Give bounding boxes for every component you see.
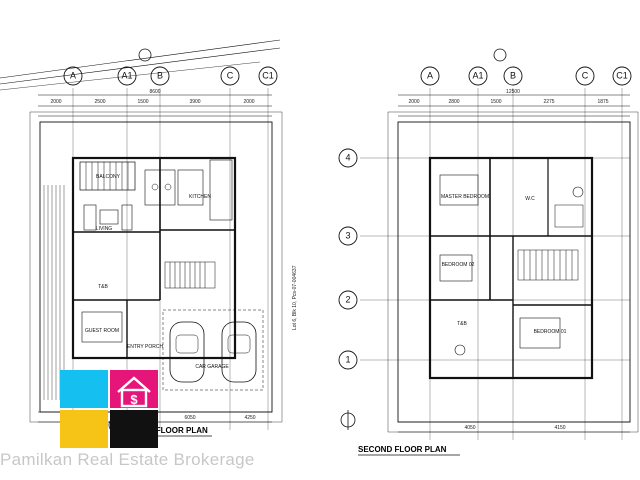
svg-text:$: $ [130,392,138,407]
svg-text:1500: 1500 [137,99,148,105]
lot-label: Lot 6, Blk 10, Pcs-07-004637 [292,265,298,330]
svg-text:12500: 12500 [506,89,520,95]
svg-text:1875: 1875 [597,99,608,105]
svg-text:2000: 2000 [243,99,254,105]
room-living: LIVING [96,226,113,232]
grid-col-a: A [70,70,76,80]
brand-logo: $ [60,370,158,448]
second-top-dimensions: 2000 2800 1500 2275 1875 12500 [408,89,608,105]
room-master-bedroom: MASTER BEDROOM [441,194,489,200]
ground-room-labels: BALCONY KITCHEN LIVING GUEST ROOM ENTRY … [85,174,229,370]
svg-text:2500: 2500 [94,99,105,105]
second-bottom-dimensions: 4050 4150 [464,425,565,431]
svg-text:3900: 3900 [189,99,200,105]
ground-grid-labels: A A1 B C C1 [63,66,278,86]
logo-cyan-block [60,370,108,408]
svg-text:2000: 2000 [50,99,61,105]
grid-col-c1: C1 [262,70,274,80]
grid-col-a1: A1 [472,70,483,80]
room-car-garage: CAR GARAGE [195,364,229,370]
svg-text:8600: 8600 [149,89,160,95]
grid-col-c: C [582,70,589,80]
room-bedroom-02: BEDROOM 02 [442,262,475,268]
svg-text:1500: 1500 [490,99,501,105]
grid-col-b: B [510,70,516,80]
logo-yellow-block [60,410,108,448]
grid-col-b: B [157,70,163,80]
grid-row-3: 3 [345,230,350,240]
ground-floor-title: GROUND FLOOR PLAN [118,426,208,435]
room-tb-ground: T&B [98,284,108,290]
grid-row-2: 2 [345,294,350,304]
ground-top-dimensions: 2000 2500 1500 3900 2000 8600 [50,89,254,105]
room-kitchen: KITCHEN [189,194,211,200]
ground-floor-plan [0,39,283,435]
svg-text:2800: 2800 [448,99,459,105]
svg-text:4250: 4250 [244,415,255,421]
grid-row-1: 1 [345,354,350,364]
house-dollar-icon [117,376,151,408]
logo-black-block [110,410,158,448]
svg-text:4050: 4050 [464,425,475,431]
grid-col-c1: C1 [616,70,628,80]
second-floor-plan [138,48,639,440]
room-bedroom-01: BEDROOM 01 [534,329,567,335]
room-guest: GUEST ROOM [85,328,119,334]
svg-text:6050: 6050 [184,415,195,421]
svg-text:4150: 4150 [554,425,565,431]
svg-text:2275: 2275 [543,99,554,105]
grid-col-c: C [227,70,234,80]
second-grid-labels: A A1 B C C1 4 3 2 1 [338,66,632,370]
room-tb-second: T&B [457,321,467,327]
grid-col-a: A [427,70,433,80]
room-balcony: BALCONY [96,174,121,180]
room-wc: W.C [525,196,535,202]
second-room-labels: MASTER BEDROOM BEDROOM 02 BEDROOM 01 T&B… [441,194,567,335]
grid-col-a1: A1 [121,70,132,80]
second-floor-title: SECOND FLOOR PLAN [358,445,447,454]
brand-watermark: Pamilkan Real Estate Brokerage [0,450,255,469]
svg-text:2000: 2000 [408,99,419,105]
grid-row-4: 4 [345,152,350,162]
room-entry-porch: ENTRY PORCH [127,344,164,350]
